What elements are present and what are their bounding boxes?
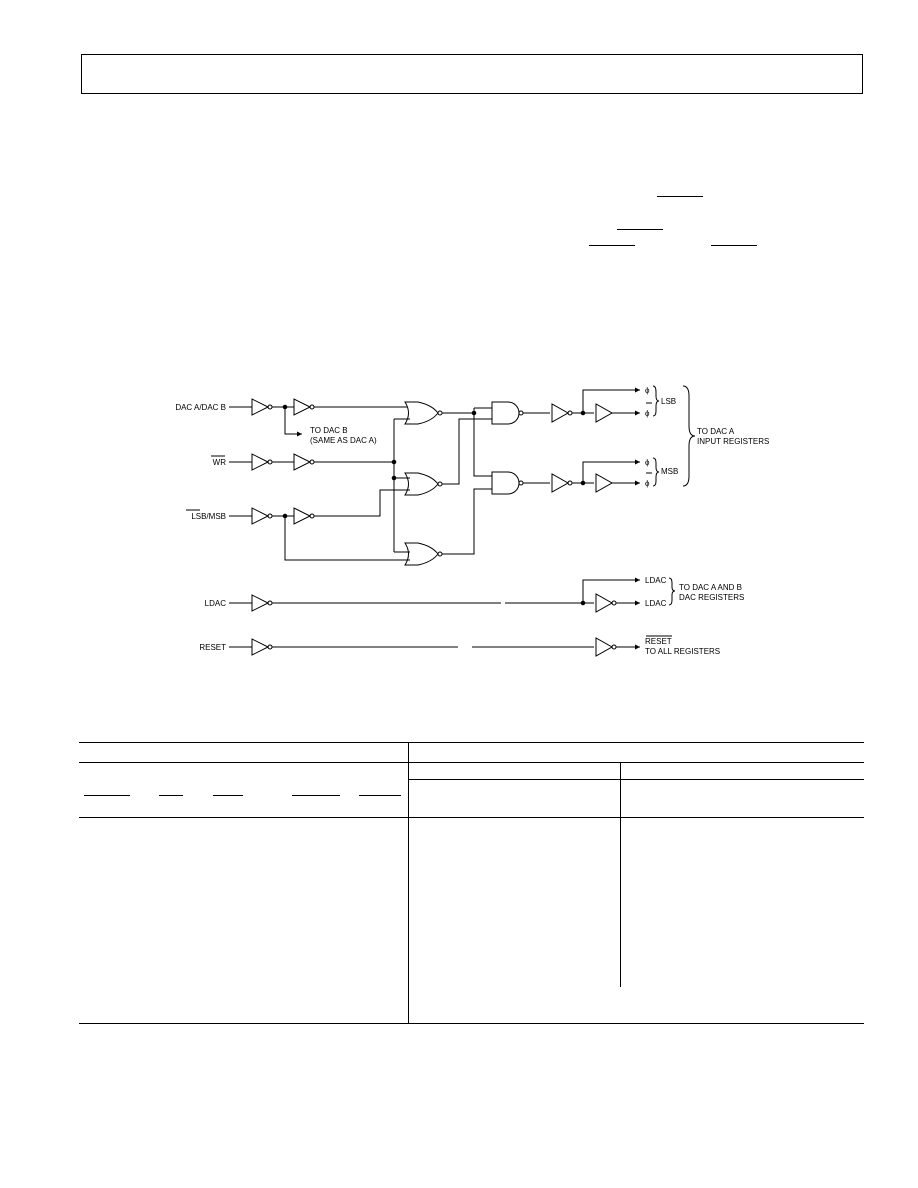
buffer-gate — [251, 398, 273, 416]
to-dac-a-and-b-label: TO DAC A AND B — [679, 583, 742, 592]
header-box — [81, 54, 863, 94]
nand-gate — [491, 471, 524, 495]
msb-label: MSB — [661, 467, 678, 476]
buffer-gate — [595, 593, 617, 613]
or-gate — [404, 401, 443, 425]
to-all-registers-label: TO ALL REGISTERS — [645, 647, 720, 656]
phi-output-label: ϕ — [645, 386, 650, 395]
reset-output-label: RESET — [645, 637, 672, 646]
overline-mark — [359, 795, 401, 796]
phi-bar-output-label: ϕ — [645, 479, 650, 488]
input-lsb-msb-label: LSB/MSB — [191, 512, 226, 521]
table-divider — [620, 762, 621, 987]
buffer-gate — [551, 403, 573, 423]
buffer-gate — [251, 507, 273, 525]
buffer-gate — [251, 453, 273, 471]
ldac-output-label: LDAC — [645, 576, 667, 585]
or-gate — [404, 472, 443, 496]
overline-mark — [711, 245, 757, 246]
buffer-gate — [251, 638, 273, 656]
input-ldac-label: LDAC — [205, 599, 227, 608]
overline-mark — [84, 795, 130, 796]
dac-registers-label: DAC REGISTERS — [679, 593, 744, 602]
phi-bar-output-label: ϕ — [645, 409, 650, 418]
overline-mark — [617, 229, 663, 230]
to-dac-b-note: TO DAC B — [310, 426, 348, 435]
to-dac-a-label: TO DAC A — [697, 427, 735, 436]
or-gate — [404, 542, 443, 566]
overline-mark — [589, 245, 635, 246]
ldac-output-label: LDAC — [645, 599, 667, 608]
table-rule — [79, 817, 864, 818]
buffer-gate — [293, 453, 315, 471]
input-reset-label: RESET — [199, 643, 226, 652]
buffer-gate — [293, 398, 315, 416]
table-rule — [79, 742, 864, 743]
buffer-gate — [251, 594, 273, 612]
lsb-label: LSB — [661, 397, 676, 406]
overline-mark — [292, 795, 340, 796]
buffer-gate — [551, 473, 573, 493]
table-rule — [79, 1023, 864, 1024]
buffer-gate — [595, 473, 614, 493]
buffer-gate — [595, 637, 617, 657]
overline-mark — [159, 795, 183, 796]
input-wr-label: WR — [213, 458, 227, 467]
input-dac-select-label: DAC A/DAC B — [175, 403, 226, 412]
table-divider — [408, 742, 409, 1023]
buffer-gate — [595, 403, 614, 423]
nand-gate — [491, 401, 524, 425]
buffer-gate — [293, 507, 315, 525]
overline-mark — [213, 795, 243, 796]
same-as-dac-a-note: (SAME AS DAC A) — [310, 436, 377, 445]
table-rule — [79, 762, 864, 763]
input-registers-label: INPUT REGISTERS — [697, 437, 769, 446]
overline-mark — [657, 196, 703, 197]
phi-output-label: ϕ — [645, 458, 650, 467]
table-rule — [409, 779, 864, 780]
